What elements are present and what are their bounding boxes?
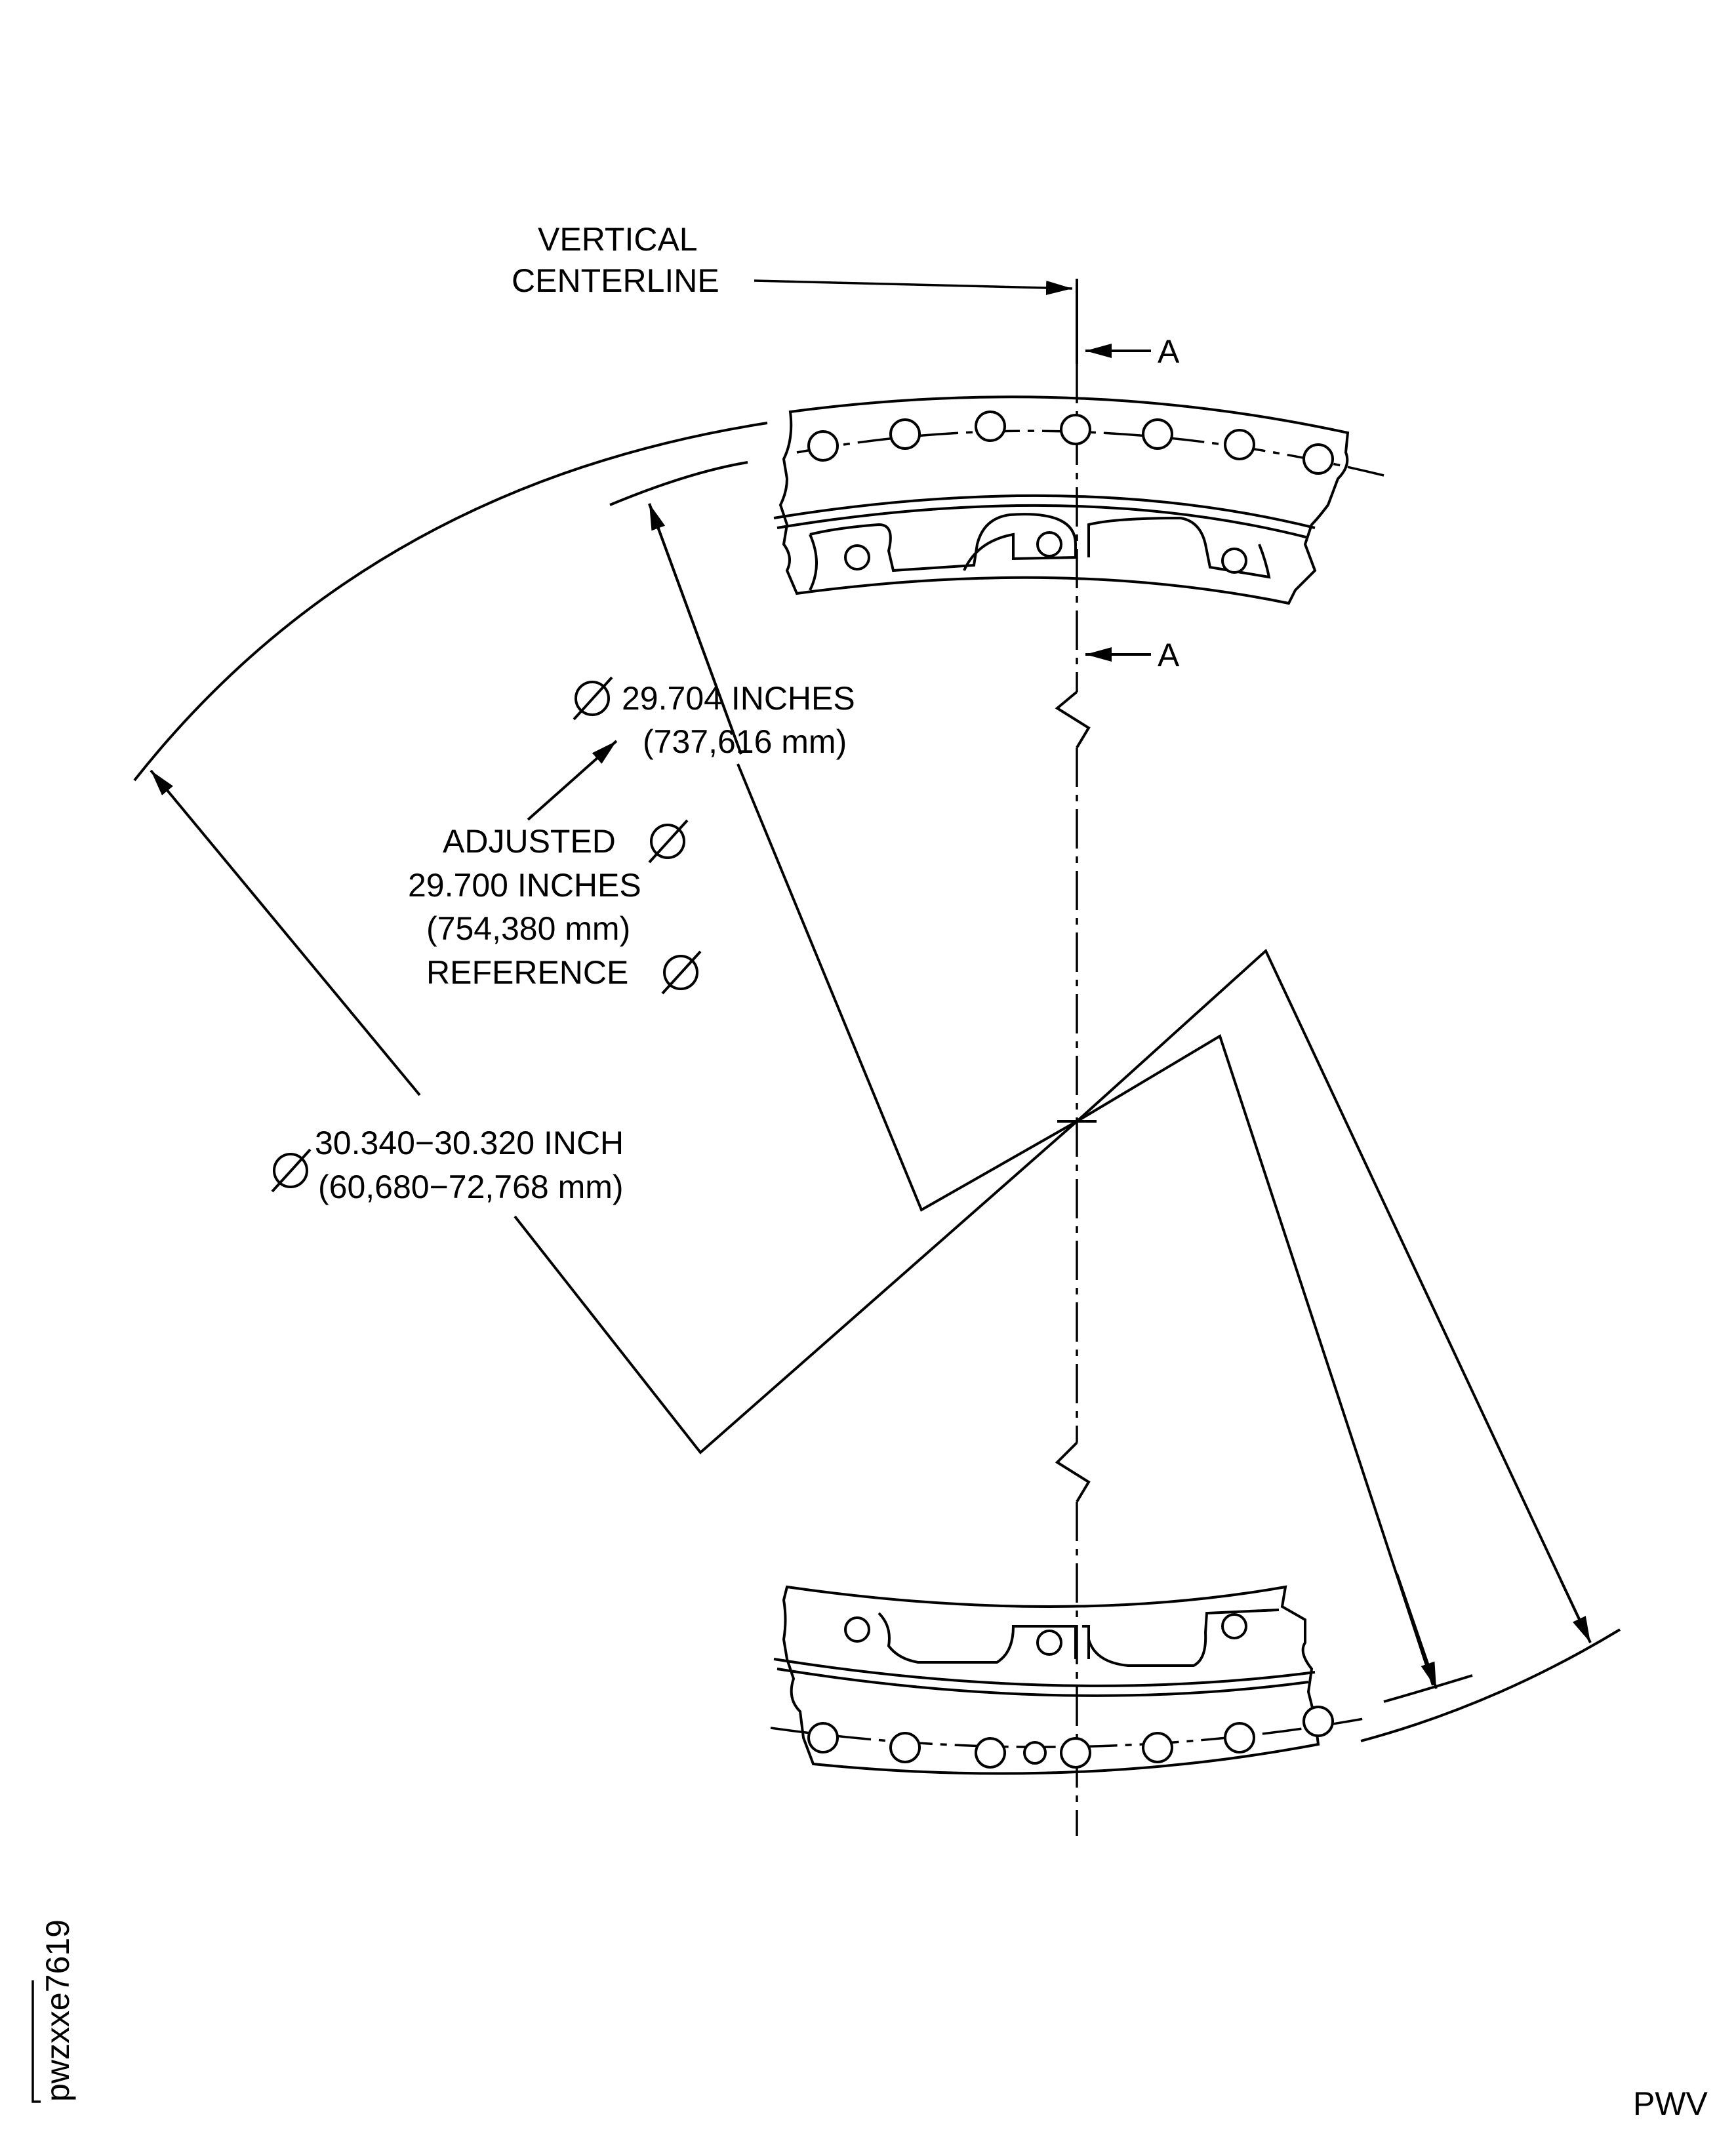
svg-text:REFERENCE: REFERENCE	[426, 954, 628, 991]
diameter-icon	[573, 676, 613, 721]
outer-arc-top	[133, 422, 768, 782]
svg-text:29.700 INCHES: 29.700 INCHES	[408, 867, 641, 904]
bottom-ring-segment	[770, 1585, 1368, 1775]
diameter-icon	[271, 1148, 312, 1193]
section-marker-a-top: A	[1085, 333, 1180, 370]
figure-id: pwzxxe7619	[31, 1919, 76, 2103]
adjusted-leader	[527, 740, 618, 821]
svg-text:(60,680−72,768 mm): (60,680−72,768 mm)	[318, 1169, 624, 1205]
svg-text:A: A	[1158, 637, 1180, 673]
svg-text:29.704 INCHES: 29.704 INCHES	[622, 680, 855, 717]
vertical-centerline-label: VERTICAL CENTERLINE	[512, 221, 1073, 299]
outer-arc-bottom	[1360, 1628, 1621, 1742]
corner-code: PWV	[1633, 2085, 1708, 2122]
svg-text:ADJUSTED: ADJUSTED	[443, 823, 616, 860]
adjusted-label: ADJUSTED 29.700 INCHES (754,380 mm) REFE…	[408, 819, 702, 995]
svg-text:VERTICAL: VERTICAL	[538, 221, 698, 258]
svg-text:A: A	[1158, 333, 1180, 370]
svg-text:pwzxxe7619: pwzxxe7619	[39, 1919, 76, 2102]
dimension-30340-label: 30.340−30.320 INCH (60,680−72,768 mm)	[271, 1125, 624, 1205]
dimension-30340	[150, 769, 1592, 1643]
svg-text:CENTERLINE: CENTERLINE	[512, 262, 719, 299]
svg-text:(754,380 mm): (754,380 mm)	[426, 910, 630, 947]
top-ring-segment	[773, 395, 1384, 605]
svg-text:30.340−30.320 INCH: 30.340−30.320 INCH	[315, 1125, 624, 1161]
diameter-icon	[648, 819, 689, 864]
dimension-29704-label: 29.704 INCHES (737,616 mm)	[573, 676, 855, 760]
diameter-icon	[661, 950, 702, 995]
vertical-centerline	[1055, 279, 1091, 1836]
svg-text:(737,616 mm): (737,616 mm)	[643, 723, 847, 760]
svg-text:PWV: PWV	[1633, 2085, 1708, 2122]
section-marker-a-bottom: A	[1085, 637, 1180, 673]
